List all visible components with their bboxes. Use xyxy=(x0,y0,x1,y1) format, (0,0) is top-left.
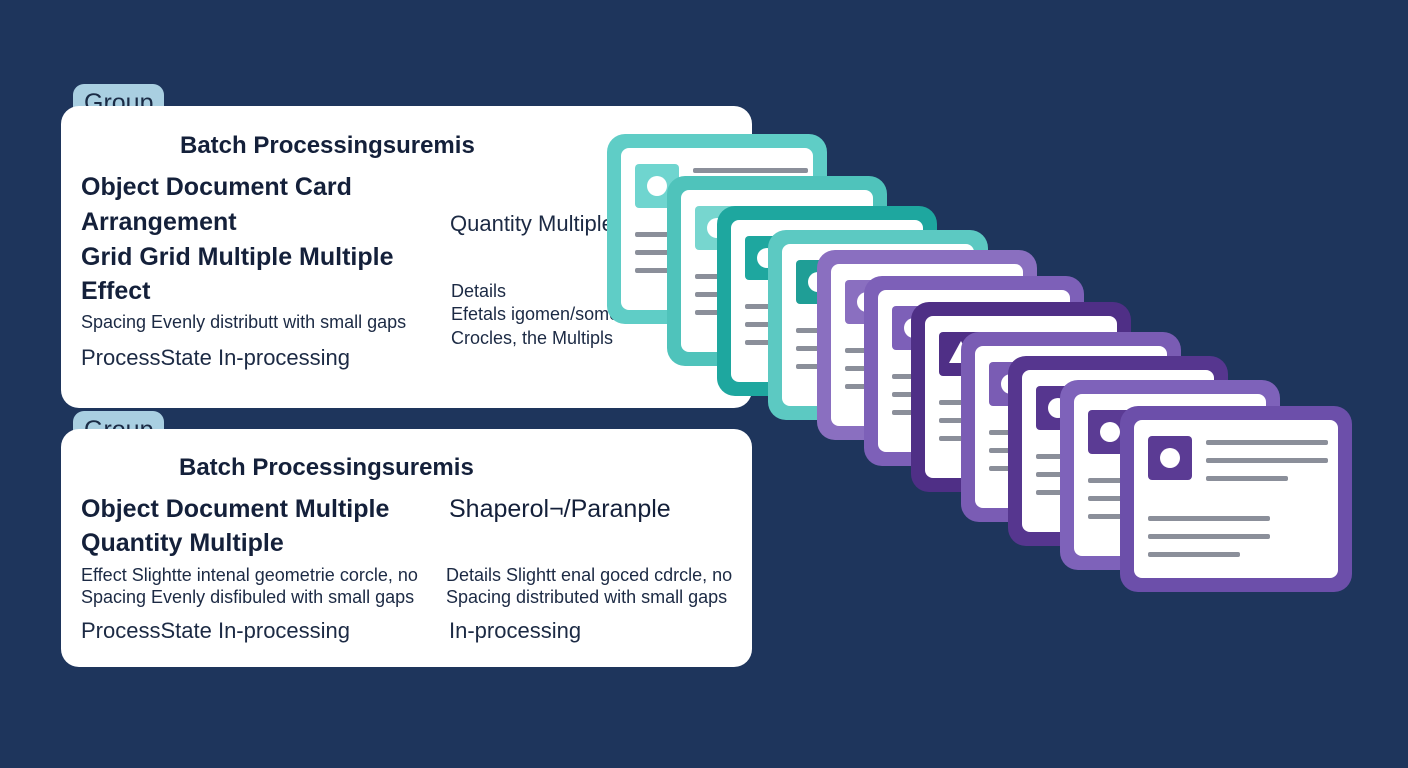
details-text: Details Slightt enal goced cdrcle, no xyxy=(446,565,733,585)
process-state-text: ProcessState In-processing xyxy=(81,345,351,370)
shape-text: Shaperol¬/Paranple xyxy=(449,495,671,523)
object-title-line: Object Document Card xyxy=(81,173,352,201)
user-icon xyxy=(1148,436,1192,480)
process-state-text: In-processing xyxy=(449,618,582,643)
details-label: Details xyxy=(451,281,507,301)
object-title-line: Effect xyxy=(81,277,151,305)
panel-heading: Batch Processingsuremis xyxy=(179,454,474,481)
effect-text: Effect Slightte intenal geometrie corcle… xyxy=(81,565,418,585)
object-title-line: Arrangement xyxy=(81,208,237,236)
object-title-line: Object Document Multiple xyxy=(81,495,390,523)
details-text: Crocles, the Multipls xyxy=(451,328,614,348)
group-panel-2: Batch Processingsuremis Object Document … xyxy=(61,429,752,667)
process-state-text: ProcessState In-processing xyxy=(81,618,351,643)
spacing-text: Spacing Evenly disfibuled with small gap… xyxy=(81,587,415,607)
document-card xyxy=(1120,406,1352,592)
details-text: Efetals igomen/somerle, xyxy=(451,304,645,324)
details-text: Spacing distributed with small gaps xyxy=(446,587,728,607)
quantity-text: Quantity Multiple xyxy=(450,211,614,236)
spacing-text: Spacing Evenly distributt with small gap… xyxy=(81,312,407,332)
panel-heading: Batch Processingsuremis xyxy=(180,132,475,159)
object-title-line: Grid Grid Multiple Multiple xyxy=(81,243,394,271)
object-title-line: Quantity Multiple xyxy=(81,529,284,557)
